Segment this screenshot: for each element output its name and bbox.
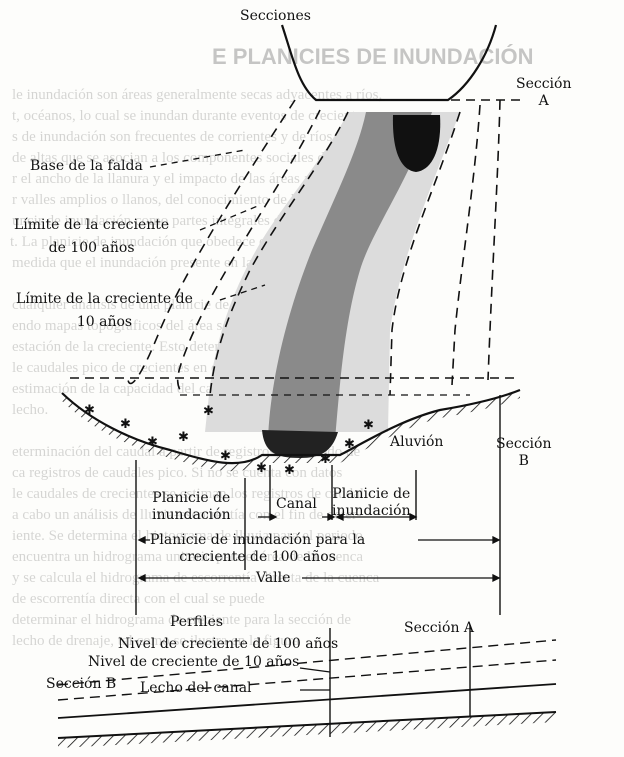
- label-canal: Canal: [276, 496, 317, 513]
- label-limite-100: Límite de la creciente de 100 años: [14, 214, 169, 260]
- profile-bed: [58, 684, 556, 718]
- label-planicie-100: Planicie de inundación para la creciente…: [150, 532, 365, 566]
- svg-text:✱: ✱: [344, 437, 355, 452]
- label-base-falda: Base de la falda: [30, 158, 143, 175]
- svg-text:✱: ✱: [120, 417, 131, 432]
- label-seccion-a-top: Sección A: [516, 76, 571, 110]
- label-secciones: Secciones: [240, 8, 311, 25]
- label-nivel-100: Nivel de creciente de 100 años: [118, 636, 338, 653]
- label-nivel-10: Nivel de creciente de 10 años: [88, 654, 299, 671]
- svg-text:✱: ✱: [363, 418, 374, 433]
- label-seccion-b-mid: Sección B: [496, 436, 551, 470]
- label-limite-10: Límite de la creciente de 10 años: [16, 288, 193, 334]
- svg-text:✱: ✱: [147, 435, 158, 450]
- label-planicie-right: Planicie de inundación: [332, 486, 411, 520]
- label-aluvion: Aluvión: [390, 434, 443, 451]
- label-seccion-a-bottom: Sección A: [404, 620, 474, 637]
- svg-text:✱: ✱: [220, 449, 231, 464]
- svg-text:✱: ✱: [284, 463, 295, 478]
- svg-text:✱: ✱: [320, 452, 331, 467]
- svg-text:✱: ✱: [84, 403, 95, 418]
- label-planicie-left: Planicie de inundación: [152, 490, 231, 524]
- label-seccion-b-bottom: Sección B: [46, 676, 116, 693]
- svg-text:✱: ✱: [178, 430, 189, 445]
- svg-text:✱: ✱: [203, 404, 214, 419]
- valley-top-ground: [282, 25, 496, 100]
- label-lecho: Lecho del canal: [140, 680, 252, 697]
- limite-100-right: [452, 105, 480, 385]
- label-valle: Valle: [256, 570, 290, 587]
- label-perfiles: Perfiles: [170, 614, 223, 631]
- svg-text:✱: ✱: [256, 461, 267, 476]
- base-falda-right: [488, 100, 500, 380]
